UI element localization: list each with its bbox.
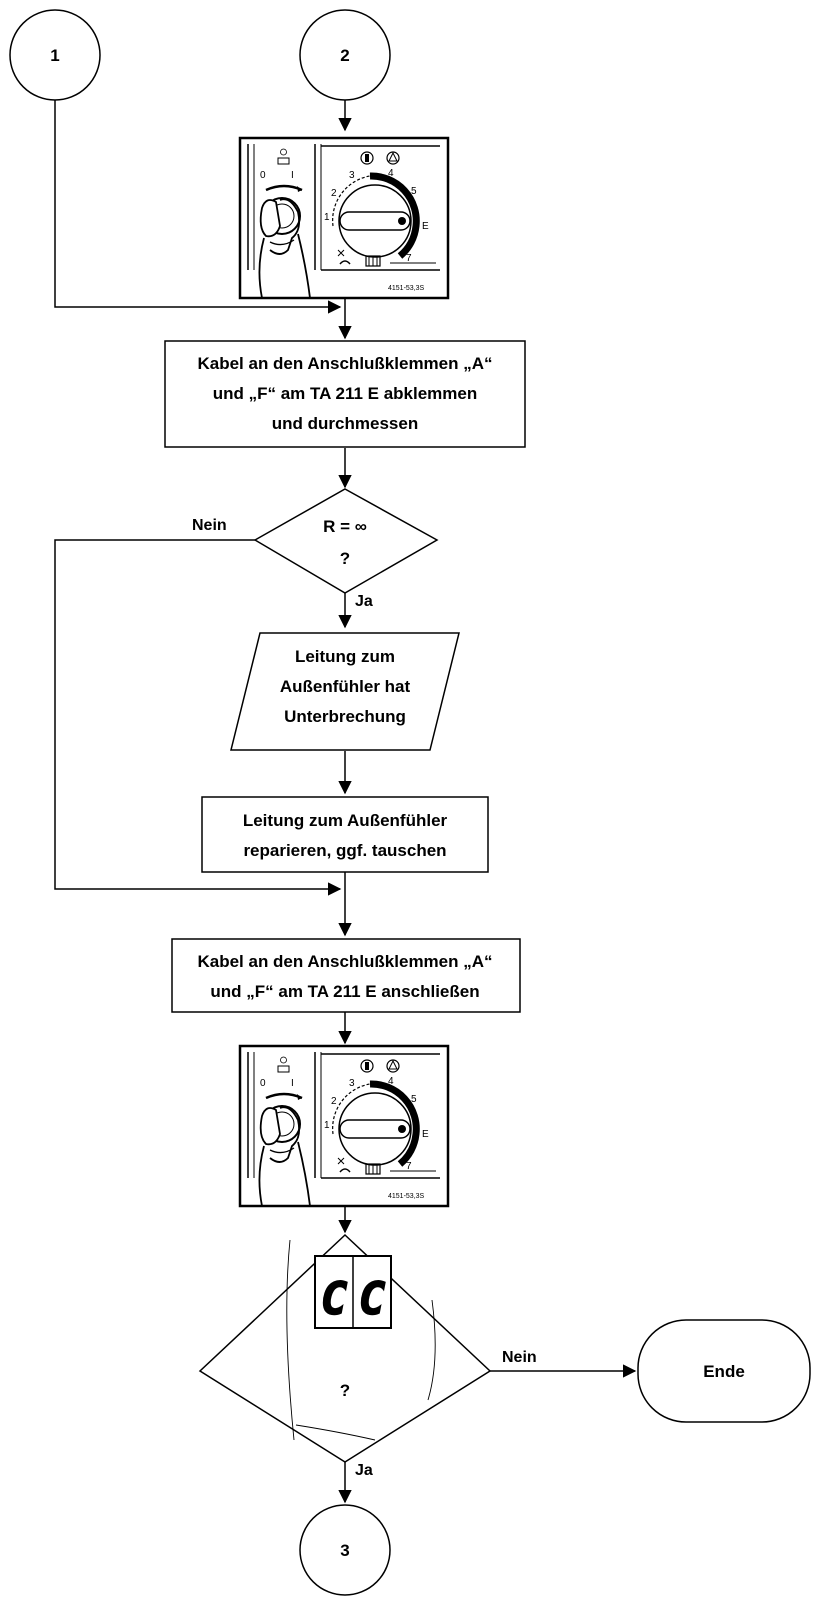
decision-1-line-2: ?	[340, 549, 350, 568]
decision-2: C C ?	[198, 1233, 492, 1463]
decision-2-no-label: Nein	[502, 1349, 537, 1366]
control-panel-image-2: 0 I 1 2 3 4 5 E 7 4151-53,3S	[240, 1046, 448, 1206]
flow-lines	[54, 100, 637, 1504]
switch-off-label: 0	[260, 170, 266, 181]
io-1-line-1: Leitung zum	[295, 647, 395, 666]
connector-3: 3	[299, 1504, 391, 1596]
connector-2-label: 2	[340, 46, 349, 65]
dial-label-e-b: E	[422, 1129, 429, 1140]
io-1-line-2: Außenfühler hat	[280, 677, 411, 696]
decision-2-question: ?	[340, 1381, 350, 1400]
dial-label-7: 7	[406, 253, 412, 264]
decision-1-no-label: Nein	[192, 517, 227, 534]
switch-off-label-2: 0	[260, 1078, 266, 1089]
control-panel-image-1: 0 I 1 2 3 4 5 E 7 4151-53,3S	[240, 138, 448, 298]
process-step-2: Leitung zum Außenfühler reparieren, ggf.…	[201, 796, 489, 873]
step-2-line-2: reparieren, ggf. tauschen	[243, 841, 446, 860]
switch-on-label-2: I	[291, 1078, 294, 1089]
cc-display-digit-1: C	[321, 1274, 348, 1325]
dial-label-2-b: 2	[331, 1096, 337, 1107]
step-3-line-1: Kabel an den Anschlußklemmen „A“	[197, 952, 492, 971]
step-2-line-1: Leitung zum Außenfühler	[243, 811, 448, 830]
dial-label-2: 2	[331, 188, 337, 199]
decision-2-yes-label: Ja	[355, 1462, 373, 1479]
cc-display-digit-2: C	[359, 1274, 386, 1325]
terminal-end-label: Ende	[703, 1362, 745, 1381]
connector-3-label: 3	[340, 1541, 349, 1560]
terminal-end: Ende	[637, 1319, 811, 1423]
dial-label-3: 3	[349, 170, 355, 181]
decision-1: R = ∞ ?	[253, 488, 439, 594]
io-result-1: Leitung zum Außenfühler hat Unterbrechun…	[230, 632, 460, 751]
dial-label-4-b: 4	[388, 1076, 394, 1087]
connector-1: 1	[9, 9, 101, 101]
step-1-line-2: und „F“ am TA 211 E abklemmen	[213, 384, 478, 403]
figure-id-2: 4151-53,3S	[388, 1193, 425, 1200]
io-1-line-3: Unterbrechung	[284, 707, 406, 726]
step-1-line-1: Kabel an den Anschlußklemmen „A“	[197, 354, 492, 373]
figure-id: 4151-53,3S	[388, 285, 425, 292]
cc-display: C C	[314, 1255, 392, 1329]
dial-label-1-b: 1	[324, 1120, 330, 1131]
process-step-3: Kabel an den Anschlußklemmen „A“ und „F“…	[171, 938, 521, 1013]
step-3-line-2: und „F“ am TA 211 E anschließen	[210, 982, 479, 1001]
process-step-1: Kabel an den Anschlußklemmen „A“ und „F“…	[164, 340, 526, 448]
dial-label-5-b: 5	[411, 1094, 417, 1105]
dial-label-3-b: 3	[349, 1078, 355, 1089]
dial-label-e: E	[422, 221, 429, 232]
decision-1-line-1: R = ∞	[323, 517, 367, 536]
connector-1-label: 1	[50, 46, 59, 65]
dial-label-4: 4	[388, 168, 394, 179]
decision-1-yes-label: Ja	[355, 593, 373, 610]
dial-label-1: 1	[324, 212, 330, 223]
step-1-line-3: und durchmessen	[272, 414, 418, 433]
connector-2: 2	[299, 9, 391, 101]
switch-on-label: I	[291, 170, 294, 181]
dial-label-7-b: 7	[406, 1161, 412, 1172]
dial-label-5: 5	[411, 186, 417, 197]
